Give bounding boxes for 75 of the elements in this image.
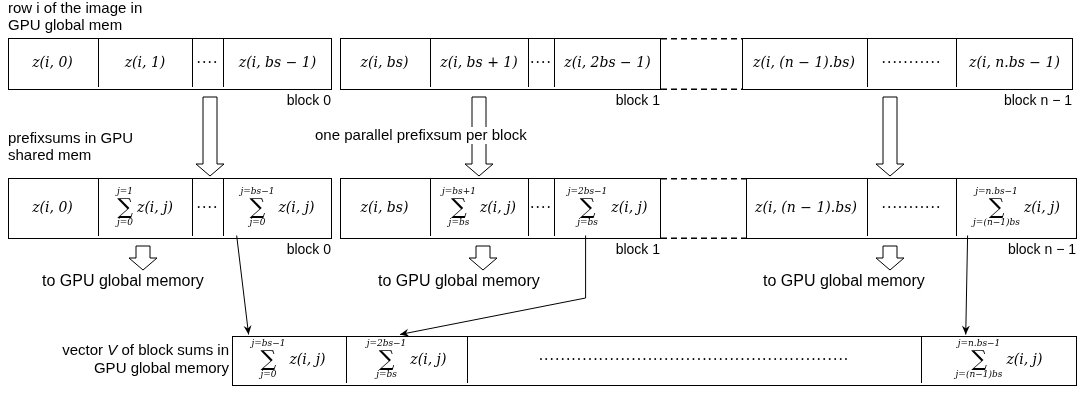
ellipsis-cell: ··········· <box>866 37 956 87</box>
sum-upper-limit: j=2bs−1 <box>567 186 608 196</box>
cell-expression: z(i, j) <box>1023 198 1060 215</box>
block-label: block 1 <box>615 241 660 257</box>
hollow-arrow <box>468 245 498 271</box>
ellipsis-cell: ···· <box>527 37 554 87</box>
sum-upper-limit: j=2bs−1 <box>366 339 407 348</box>
hollow-arrow <box>195 96 225 177</box>
arrow <box>961 235 970 335</box>
sum-lower-limit: j=0 <box>249 217 266 227</box>
sum-upper-limit: j=bs−1 <box>251 339 286 348</box>
sum-symbol: ∑ <box>988 195 1005 218</box>
sum-symbol: ∑ <box>249 195 266 218</box>
array-cell: z(i, bs − 1) <box>222 37 332 87</box>
sum-upper-limit: j=bs−1 <box>240 186 275 196</box>
sum-symbol: ∑ <box>117 195 133 218</box>
block-label: block 1 <box>615 92 660 108</box>
block-label: block 0 <box>286 92 331 108</box>
hollow-arrow <box>128 245 158 271</box>
block-label: block n − 1 <box>1007 241 1076 257</box>
destination-label: to GPU global memory <box>378 272 568 292</box>
sum-lower-limit: j=bs <box>577 217 598 227</box>
sum-lower-limit: j=(n−1)bs <box>973 217 1020 227</box>
sum-symbol: ∑ <box>378 348 395 370</box>
array-cell: z(i, 2bs − 1) <box>553 37 661 87</box>
ellipsis-cell: ························································· <box>466 335 921 383</box>
array-cell: z(i, (n − 1).bs) <box>741 37 867 87</box>
sum-symbol: ∑ <box>451 195 467 218</box>
ellipsis-cell: ··········· <box>866 177 956 236</box>
array-cell: z(i, bs) <box>339 177 430 236</box>
sum-lower-limit: j=0 <box>260 370 277 379</box>
step-label: one parallel prefixsum per block <box>313 127 529 144</box>
sum-upper-limit: j=bs+1 <box>442 186 476 196</box>
hollow-arrow <box>875 245 905 271</box>
ellipsis-cell: ···· <box>191 37 223 87</box>
sum-upper-limit: j=n.bs−1 <box>957 339 1001 348</box>
array-cell: z(i, 1) <box>97 37 192 87</box>
sum-symbol: ∑ <box>260 348 277 370</box>
continuation-line <box>660 237 747 239</box>
vector-label: vector V of block sums in GPU global memory <box>61 341 229 377</box>
sum-upper-limit: j=1 <box>116 186 133 196</box>
sum-lower-limit: j=(n−1)bs <box>955 370 1003 379</box>
cell-expression: z(i, j) <box>278 198 315 215</box>
cell-expression: z(i, j) <box>410 351 447 367</box>
cell-expression: z(i, j) <box>137 198 174 215</box>
ellipsis-cell: ···· <box>191 177 223 236</box>
continuation-line <box>660 38 743 40</box>
block-label: block n − 1 <box>1003 92 1072 108</box>
arrow <box>236 235 252 335</box>
array-cell: z(i, 0) <box>7 177 98 236</box>
row-label: row i of the image in GPU global mem <box>8 0 144 33</box>
array-cell: z(i, n.bs − 1) <box>955 37 1073 87</box>
cell-expression: z(i, j) <box>479 198 516 215</box>
array-cell: z(i, (n − 1).bs) <box>745 177 867 236</box>
destination-label: to GPU global memory <box>763 272 958 292</box>
sum-symbol: ∑ <box>971 348 987 370</box>
array-cell: z(i, bs + 1) <box>429 37 528 87</box>
sum-lower-limit: j=bs <box>448 217 470 227</box>
arrow <box>399 235 587 337</box>
array-cell: z(i, bs) <box>339 37 430 87</box>
sum-lower-limit: j=bs <box>376 370 397 379</box>
continuation-line <box>660 88 743 90</box>
cell-expression: z(i, j) <box>611 198 648 215</box>
array-cell: z(i, 0) <box>7 37 98 87</box>
sum-upper-limit: j=n.bs−1 <box>975 186 1018 196</box>
row-label: prefixsums in GPU shared mem <box>8 130 135 163</box>
cell-expression: z(i, j) <box>289 351 326 367</box>
cell-expression: z(i, j) <box>1006 351 1043 367</box>
continuation-line <box>660 178 747 180</box>
sum-lower-limit: j=0 <box>116 217 133 227</box>
hollow-arrow <box>875 96 905 177</box>
destination-label: to GPU global memory <box>42 272 237 292</box>
sum-symbol: ∑ <box>579 195 596 218</box>
ellipsis-cell: ···· <box>527 177 554 236</box>
block-label: block 0 <box>286 241 331 257</box>
